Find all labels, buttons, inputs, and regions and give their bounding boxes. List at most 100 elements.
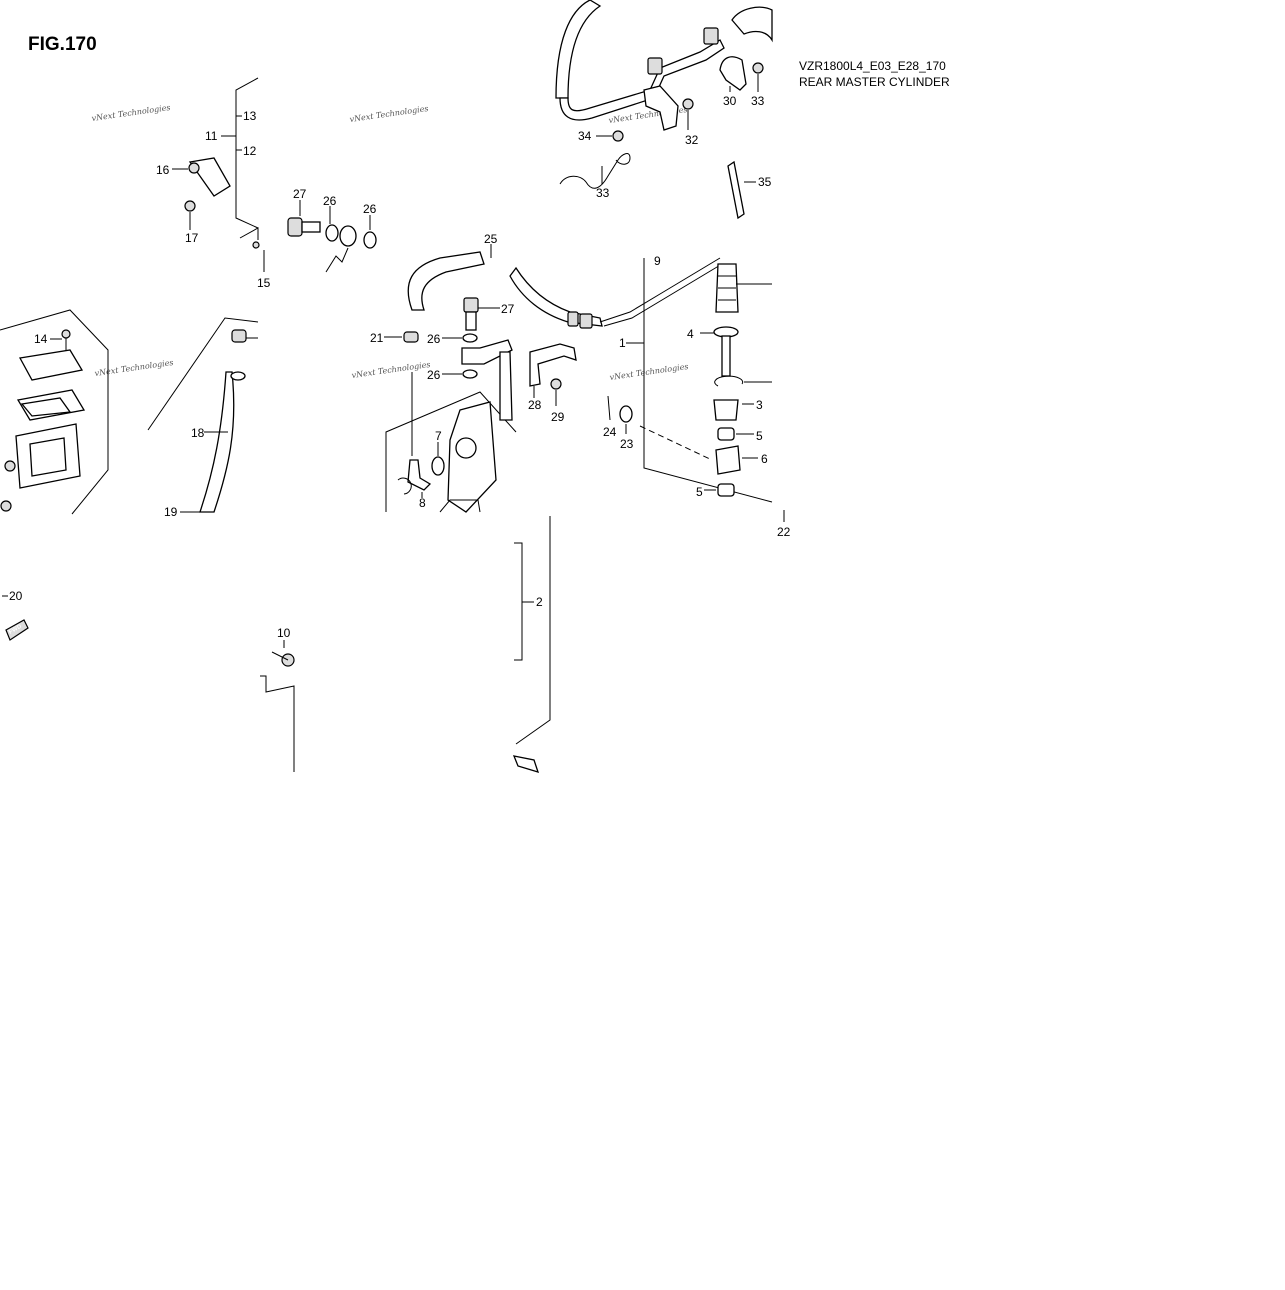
bolt-part	[252, 241, 260, 249]
pushrod-group	[607, 258, 785, 522]
hose-19-25	[407, 244, 492, 311]
callout-label: 27	[501, 302, 515, 316]
callout-labels: 13 11 12 16 17 27 26 26 15 18 19 14 21 2…	[9, 94, 791, 640]
bracket-28	[529, 343, 577, 406]
callout-label: 4	[687, 327, 694, 341]
upper-right-group	[555, 0, 773, 220]
cable-tie	[727, 160, 745, 220]
hose-fitting	[579, 313, 593, 329]
pin-part	[512, 755, 540, 773]
watermarks: vNext Technologies vNext Technologies vN…	[91, 103, 689, 382]
callout-label: 35	[758, 175, 772, 189]
callout-label: 5	[756, 429, 763, 443]
callout-label: 30	[723, 94, 737, 108]
callout-label: 25	[484, 232, 498, 246]
reservoir-group	[0, 309, 109, 515]
figure-title: FIG.170	[28, 34, 97, 55]
hose-18	[147, 317, 259, 513]
bracket-part	[188, 157, 231, 197]
callout-label: 8	[419, 496, 426, 510]
o-ring-part	[431, 456, 445, 476]
callout-label: 22	[777, 525, 791, 539]
callout-label: 32	[685, 133, 699, 147]
washer-part	[462, 369, 478, 379]
bolt-part	[682, 98, 694, 110]
union-bolt-group	[287, 200, 377, 273]
union-bolt-shaft	[465, 311, 477, 331]
hose-clamp	[643, 85, 679, 131]
hose-clamp	[403, 331, 419, 343]
master-cylinder-group	[384, 297, 517, 513]
washer-part	[619, 405, 633, 423]
bolt-part	[612, 130, 624, 142]
callout-label: 20	[9, 589, 23, 603]
callout-label: 15	[257, 276, 271, 290]
callout-label: 2	[536, 595, 543, 609]
pushrod	[721, 335, 731, 377]
reservoir-hose	[199, 371, 235, 513]
callout-label: 21	[370, 331, 384, 345]
hose-clamp	[719, 56, 747, 91]
callout-label: 33	[751, 94, 765, 108]
watermark: vNext Technologies	[351, 360, 431, 380]
union-bolt-shaft	[301, 221, 321, 233]
union-bolt-head	[463, 297, 479, 313]
circlip-part	[714, 375, 744, 387]
clevis-part	[715, 445, 741, 475]
callout-label: 13	[243, 109, 257, 123]
callout-label: 19	[164, 505, 178, 519]
bolt-part	[188, 162, 200, 174]
circlip-part	[397, 477, 412, 495]
hose-bracket	[529, 343, 577, 387]
callout-label: 17	[185, 231, 199, 245]
union-bolt-head	[287, 217, 303, 237]
bolt-part	[752, 62, 764, 74]
nut-part	[717, 483, 735, 497]
banjo-fitting	[461, 339, 513, 365]
callout-label: 24	[603, 425, 617, 439]
callout-label: 1	[619, 336, 626, 350]
hose-part	[731, 6, 773, 43]
brake-hose-pipe	[499, 351, 513, 421]
bracket-group-11	[172, 77, 265, 272]
watermark: vNext Technologies	[94, 358, 174, 378]
bolt-part	[0, 500, 12, 512]
callout-label: 26	[427, 368, 441, 382]
watermark: vNext Technologies	[349, 104, 429, 124]
brake-hose	[559, 39, 725, 121]
hose-clamp	[231, 329, 247, 343]
brake-hose	[555, 0, 602, 99]
hose-end	[230, 371, 246, 381]
reservoir-cap	[18, 349, 84, 381]
callout-label: 11	[205, 129, 218, 143]
callout-label: 26	[363, 202, 377, 216]
fwd-arrow-icon	[5, 619, 29, 641]
bolt-part	[184, 200, 196, 212]
watermark: vNext Technologies	[609, 362, 689, 382]
callout-label: 12	[243, 144, 257, 158]
callout-label: 16	[156, 163, 170, 177]
washer-part	[363, 231, 377, 249]
connector-part	[407, 459, 432, 491]
callout-label: 28	[528, 398, 542, 412]
callout-label: 3	[756, 398, 763, 412]
cylinder-port	[455, 437, 477, 459]
diagram-name: REAR MASTER CYLINDER	[799, 75, 950, 89]
callout-label: 10	[277, 626, 291, 640]
callout-label: 7	[435, 429, 442, 443]
hose-fitting	[703, 27, 719, 45]
callout-label: 33	[596, 186, 610, 200]
hose-guide	[559, 153, 631, 189]
hose-fitting	[647, 57, 663, 75]
model-code: VZR1800L4_E03_E28_170	[799, 59, 946, 73]
callout-label: 9	[654, 254, 661, 268]
fitting-part	[339, 225, 357, 247]
nut-part	[717, 427, 735, 441]
master-cylinder-body	[447, 401, 497, 513]
callout-label: 34	[578, 129, 592, 143]
callout-label: 29	[551, 410, 565, 424]
reservoir-inner	[29, 437, 67, 477]
upper-brake-hose	[509, 257, 723, 329]
